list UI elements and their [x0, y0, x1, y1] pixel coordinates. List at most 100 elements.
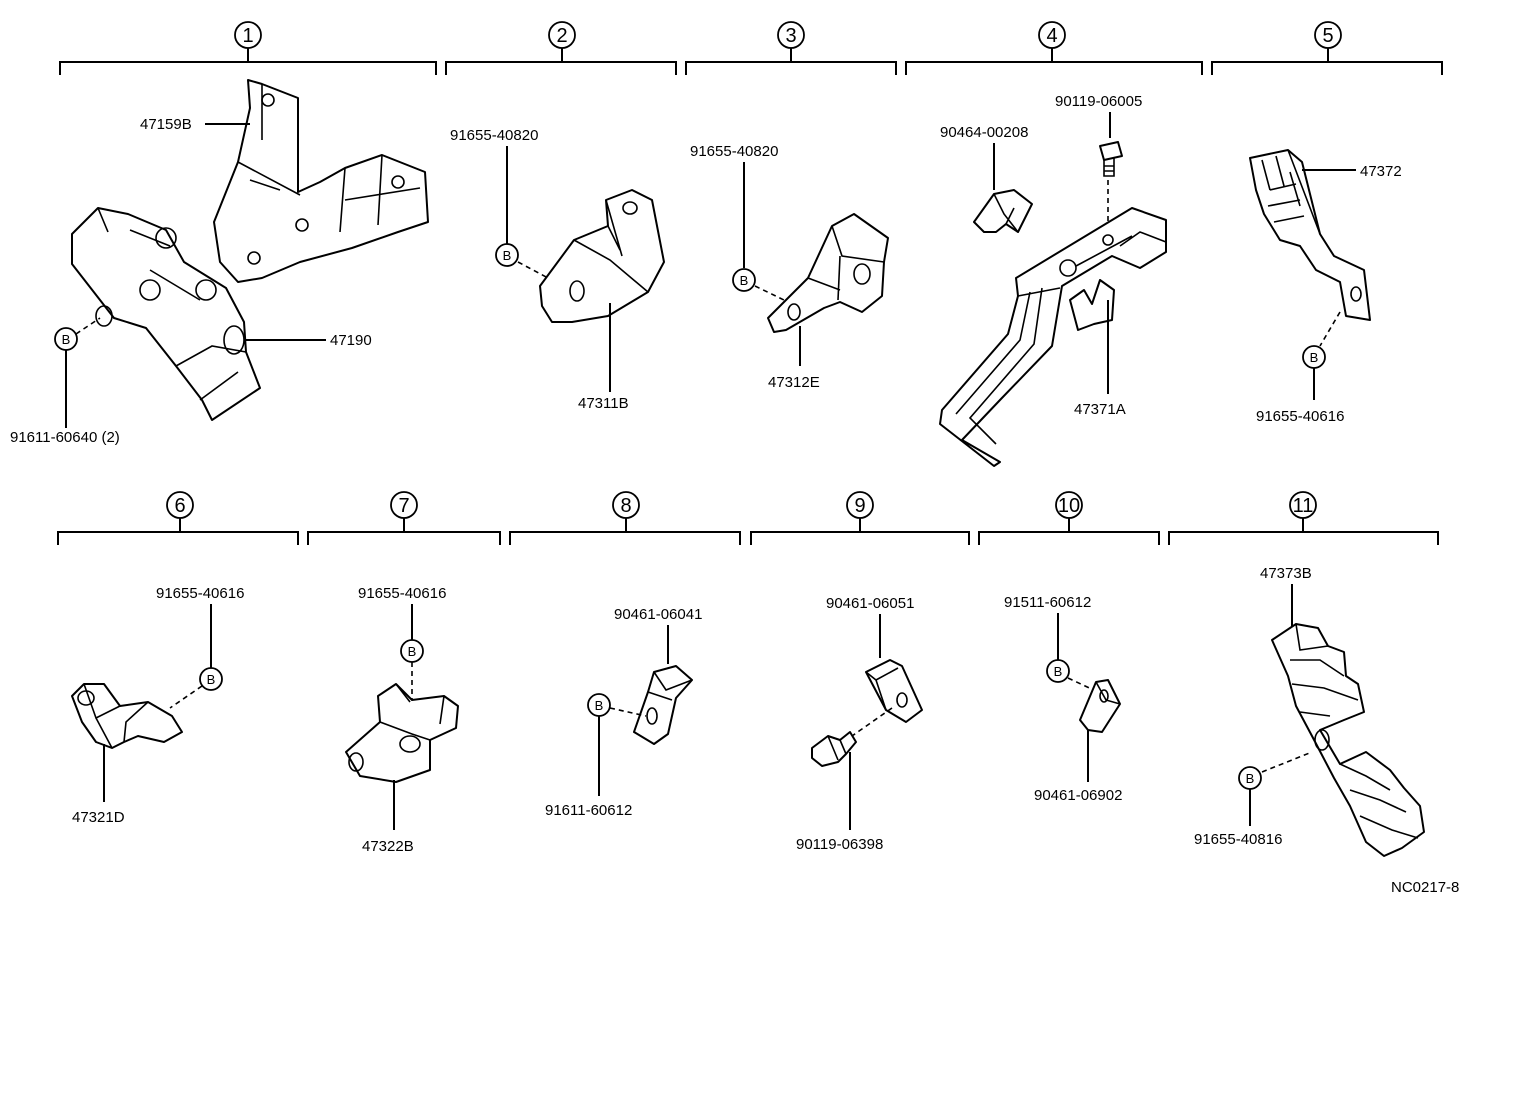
label-91655-40816: 91655-40816 [1194, 831, 1282, 848]
label-91611-60640: 91611-60640 (2) [10, 429, 120, 446]
group-8-bracket [509, 518, 741, 545]
part-47373b-detail [1290, 623, 1419, 839]
group-2-parts: 91655-40820 B 47311B [450, 127, 665, 412]
bolt-90119-06005-head[interactable] [1099, 141, 1123, 161]
group-7-header[interactable]: 7 [307, 491, 501, 545]
bracket-47371a-hole [1059, 259, 1077, 277]
bracket-47159b-drawing[interactable] [213, 79, 429, 283]
group-1-header[interactable]: 1 [59, 21, 437, 75]
group-6-parts: 91655-40616 B 47321D [71, 585, 244, 826]
group-8-number: 8 [620, 495, 631, 517]
label-47373b: 47373B [1260, 565, 1312, 582]
label-91655-40616-g5: 91655-40616 [1256, 408, 1344, 425]
valve-47190-port [95, 305, 113, 327]
bracket-47159b-hole [261, 93, 275, 107]
label-47190: 47190 [330, 332, 372, 349]
part-47321d-drawing[interactable] [71, 683, 183, 749]
bolt-marker-g3[interactable] [732, 268, 756, 292]
group-2-header[interactable]: 2 [445, 21, 677, 75]
group-4-header[interactable]: 4 [905, 21, 1203, 75]
part-47312e-detail [807, 225, 885, 301]
label-47372: 47372 [1360, 163, 1402, 180]
bracket-47371a-hole [1102, 234, 1114, 246]
part-47311b-hole [622, 201, 638, 215]
group-8-parts: 90461-06041 B 91611-60612 [545, 606, 702, 819]
bracket-47159b-detail [237, 84, 421, 233]
group-6-bracket [57, 518, 299, 545]
valve-47190-port [155, 227, 177, 249]
part-47372-drawing[interactable] [1249, 149, 1371, 321]
group-1-parts: 47159B 47190 B 91611-60640 (2) [10, 79, 429, 446]
part-47373b-drawing[interactable] [1271, 623, 1425, 857]
group-3-parts: 91655-40820 B 47312E [690, 143, 889, 391]
group-10-header[interactable]: 10 [978, 491, 1160, 545]
bolt-marker-letter: B [1310, 350, 1319, 365]
valve-47190-drawing[interactable] [71, 207, 261, 421]
part-47312e-hole [853, 263, 871, 285]
group-3-bracket [685, 48, 897, 75]
group-1-number: 1 [242, 25, 253, 47]
part-47311b-detail [573, 199, 649, 293]
group-3-header[interactable]: 3 [685, 21, 897, 75]
group-11-parts: 47373B B 91655-40816 [1194, 565, 1425, 857]
label-47371a: 47371A [1074, 401, 1126, 418]
bolt-path-g5 [1319, 311, 1341, 347]
part-47322b-drawing[interactable] [345, 683, 459, 783]
label-47312e: 47312E [768, 374, 820, 391]
bracket-47159b-hole [295, 218, 309, 232]
bolt-path-g3 [754, 285, 785, 301]
group-6-header[interactable]: 6 [57, 491, 299, 545]
part-47312e-hole [787, 303, 801, 321]
label-90461-06041: 90461-06041 [614, 606, 702, 623]
group-5-parts: 47372 B 91655-40616 [1249, 149, 1402, 425]
part-47372-detail [1261, 149, 1321, 235]
group-9-parts: 90461-06051 90119-06398 [796, 595, 923, 853]
label-90461-06902: 90461-06902 [1034, 787, 1122, 804]
group-9-bracket [750, 518, 970, 545]
group-4-bracket [905, 48, 1203, 75]
bolt-path-g9 [851, 707, 893, 737]
label-47321d: 47321D [72, 809, 125, 826]
group-4-number: 4 [1046, 25, 1057, 47]
bolt-marker-g2[interactable] [495, 243, 519, 267]
clamp-90461-06051-detail [865, 667, 899, 711]
label-91655-40616-g7: 91655-40616 [358, 585, 446, 602]
label-47159b: 47159B [140, 116, 192, 133]
bolt-marker-g10[interactable] [1046, 659, 1070, 683]
bolt-marker-g6[interactable] [199, 667, 223, 691]
group-5-header[interactable]: 5 [1211, 21, 1443, 75]
clamp-90461-06041-drawing[interactable] [633, 665, 693, 745]
bolt-marker-letter: B [62, 332, 71, 347]
group-7-number: 7 [398, 495, 409, 517]
bolt-marker-letter: B [408, 644, 417, 659]
label-47311b: 47311B [578, 395, 629, 412]
bolt-marker-letter: B [503, 248, 512, 263]
group-8-header[interactable]: 8 [509, 491, 741, 545]
bolt-path-g2 [517, 261, 549, 279]
clamp-90461-06902-hole [1099, 689, 1109, 703]
group-4-parts: 90464-00208 90119-06005 47371A [939, 93, 1167, 467]
bracket-47371a-clamp [1069, 279, 1115, 331]
bolt-marker-letter: B [1246, 771, 1255, 786]
group-10-parts: 91511-60612 B 90461-06902 [1004, 594, 1122, 804]
label-90119-06005: 90119-06005 [1055, 93, 1142, 110]
group-9-header[interactable]: 9 [750, 491, 970, 545]
group-5-number: 5 [1322, 25, 1333, 47]
clamp-90461-06902-detail [1095, 681, 1121, 705]
group-11-header[interactable]: 11 [1168, 491, 1439, 545]
group-7-parts: 91655-40616 B 47322B [345, 585, 459, 855]
bolt-path-g8 [609, 707, 647, 717]
valve-47190-detail [97, 207, 247, 401]
part-47372-hole [1350, 286, 1362, 302]
part-47321d-detail [83, 683, 149, 749]
bolt-path-g11 [1261, 751, 1313, 773]
bracket-47159b-hole [247, 251, 261, 265]
clip-90464-00208-detail [993, 193, 1019, 233]
clamp-90461-06051-hole [896, 692, 908, 708]
valve-47190-port [195, 279, 217, 301]
part-47322b-hole [348, 752, 364, 772]
group-5-bracket [1211, 48, 1443, 75]
bracket-47371a-drawing[interactable] [939, 207, 1167, 467]
group-2-number: 2 [556, 25, 567, 47]
